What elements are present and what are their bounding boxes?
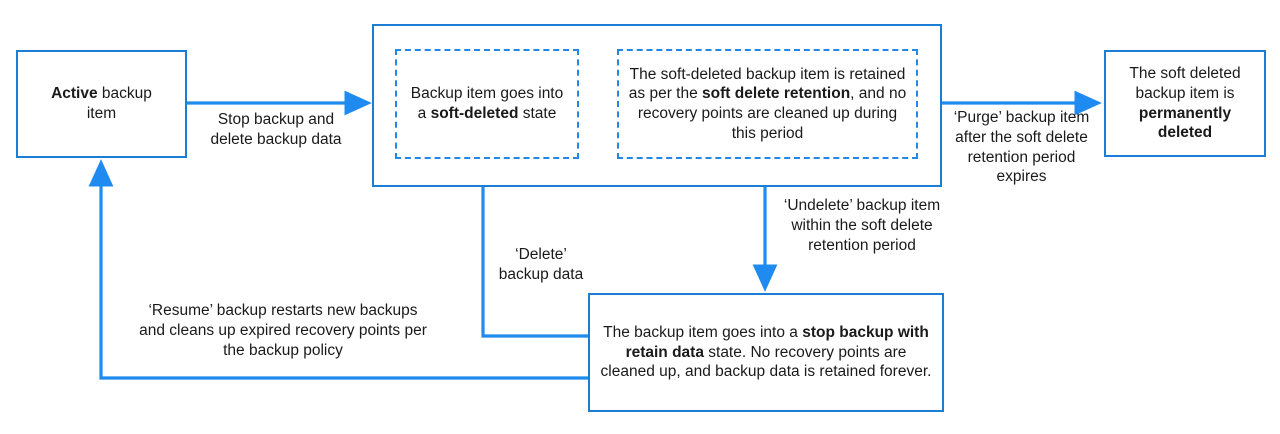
permanent-bold: permanently deleted	[1138, 104, 1232, 142]
retention-bold: soft delete retention	[702, 85, 851, 103]
label-stop-backup-delete-data: Stop backup and delete backup data	[210, 111, 342, 148]
stopretain-bold: stop backup with retain data	[625, 324, 929, 361]
node-soft-deleted-state[interactable]: Backup item goes into a soft-deleted sta…	[395, 49, 579, 159]
node-stop-backup-with-retain-data-label: The backup item goes into a stop backup …	[590, 323, 942, 382]
node-stop-backup-with-retain-data[interactable]: The backup item goes into a stop backup …	[588, 293, 944, 412]
stopretain-part1: The backup item goes into a	[603, 324, 803, 342]
softdeleted-bold: soft-deleted	[430, 105, 519, 122]
node-active-backup-item[interactable]: Active backup item	[16, 50, 187, 158]
permanent-part1: The soft deleted backup item is	[1129, 65, 1241, 102]
stopretain-part2: state. No recovery points are cleaned up…	[600, 343, 932, 381]
label-resume: ‘Resume’ backup restarts new backups and…	[139, 302, 427, 359]
arrow-delete-to-softdeleted	[470, 159, 588, 338]
label-delete-backup-data: ‘Delete’ backup data	[498, 246, 584, 283]
node-active-backup-item-label: Active backup item	[43, 84, 160, 123]
label-purge: ‘Purge’ backup item after the soft delet…	[953, 109, 1090, 186]
label-undelete: ‘Undelete’ backup item within the soft d…	[783, 197, 941, 254]
node-permanently-deleted[interactable]: The soft deleted backup item is permanen…	[1104, 50, 1266, 157]
node-soft-delete-retention-label: The soft-deleted backup item is retained…	[619, 65, 916, 143]
active-rest-text: backup	[97, 85, 152, 103]
arrow-resume-to-active	[88, 159, 588, 380]
node-soft-deleted-state-label: Backup item goes into a soft-deleted sta…	[397, 84, 577, 123]
node-permanently-deleted-label: The soft deleted backup item is permanen…	[1106, 64, 1264, 142]
active-bold-text: Active	[51, 85, 98, 103]
node-soft-delete-retention[interactable]: The soft-deleted backup item is retained…	[617, 49, 918, 159]
active-line2-text: item	[86, 105, 117, 122]
softdeleted-part1: Backup item goes into a	[410, 85, 564, 122]
retention-part1: The soft-deleted backup item is retained…	[628, 65, 906, 103]
retention-part2: , and no recovery points are cleaned up …	[637, 85, 907, 142]
softdeleted-part2: state	[518, 105, 557, 122]
